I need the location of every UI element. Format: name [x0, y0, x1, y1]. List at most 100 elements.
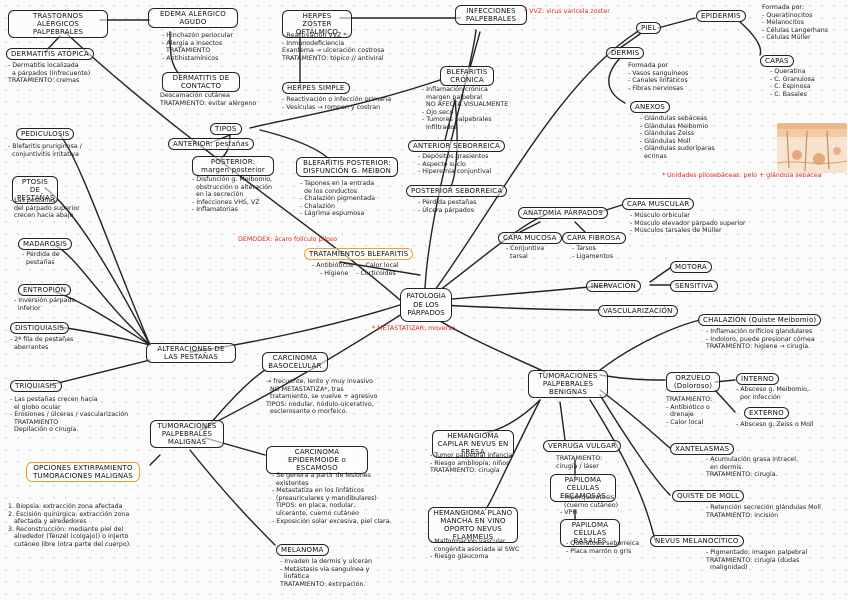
- motora-node: MOTORA: [670, 261, 712, 273]
- edema-text: - Hinchazón periocular - Alergia a insec…: [162, 32, 233, 62]
- pediculosis-text: - Blefaritis pruriginosa / conjuntivitis…: [8, 143, 82, 158]
- link-inf-blef: [469, 31, 481, 69]
- link-alt-pedi: [59, 134, 151, 346]
- distiquiasis-node: DISTIQUIASIS: [10, 322, 70, 334]
- orzuelo-node: ORZUELO (Doloroso): [666, 372, 720, 392]
- externo-text: - Absceso g. Zeiss o Moll: [736, 421, 814, 428]
- link-inerv-mot: [649, 267, 671, 283]
- madarosis-text: - Pérdida de pestañas: [22, 251, 60, 266]
- orzuelo-text: TRATAMIENTO: - Antibiótico o drenaje - C…: [666, 396, 713, 426]
- carcinoma-basocelular-node: CARCINOMA BASOCELULAR: [262, 352, 328, 372]
- ptosis-text: - Las pestañas del párpado superior crec…: [10, 197, 80, 220]
- distiquiasis-text: - 2ª fila de pestañas aberrantes: [10, 336, 74, 351]
- hemangioma-capilar-text: - Tumor palpebral infancia - Riesgo ambl…: [430, 452, 513, 475]
- vvz-note: * VVZ: virus varicela zoster: [524, 8, 610, 15]
- link-ben-orz: [599, 374, 666, 381]
- melanoma-node: MELANOMA: [276, 544, 329, 556]
- anexos-node: ANEXOS: [630, 101, 670, 113]
- xantelasmas-node: XANTELASMAS: [670, 443, 735, 455]
- chalazion-node: CHALAZIÓN (Quiste Meibomio): [698, 314, 822, 326]
- link-ben-verruga: [559, 401, 566, 441]
- epidermis-node: EPIDERMIS: [696, 10, 746, 22]
- blefaritis-posterior-node: BLEFARITIS POSTERIOR: DISFUNCIÓN G. MEIB…: [296, 157, 398, 177]
- sensitiva-node: SENSITIVA: [670, 280, 718, 292]
- madarosis-node: MADAROSIS: [18, 238, 73, 250]
- dermatitis-contacto-node: DERMATITIS DE CONTACTO: [162, 72, 240, 92]
- posterior-seborreica-text: - Pérdida pestañas - Úlcera párpados: [418, 199, 477, 214]
- link-piel-epi: [657, 17, 696, 29]
- blefaritis-posterior-text: - Tapones en la entrada de los conductos…: [300, 180, 375, 218]
- capa-mucosa-text: - Conjuntiva tarsal: [506, 245, 545, 260]
- nevus-text: - Pigmentado; imagen palpebral TRATAMIEN…: [706, 549, 808, 572]
- link-piel-dermis: [619, 33, 641, 49]
- herpes-simple-node: HERPES SIMPLE: [282, 82, 350, 94]
- carcinoma-epidermoide-node: CARCINOMA EPIDERMOIDE o ESCAMOSO: [266, 446, 368, 474]
- verruga-text: TRATAMIENTO: cirugía / láser: [556, 455, 603, 470]
- link-alt-triq: [49, 359, 151, 386]
- anterior-seborreica-node: ANTERIOR SEBORREICA: [408, 140, 505, 152]
- posterior-margen-node: POSTERIOR: margen posterior: [192, 156, 274, 176]
- hemangioma-capilar-node: HEMANGIOMA CAPILAR NEVUS EN FRESA: [432, 430, 514, 458]
- dermatitis-contacto-text: Descamación cutánea TRATAMIENTO: evitar …: [160, 92, 257, 107]
- tumoraciones-benignas-node: TUMORACIONES PALPEBRALES BENIGNAS: [528, 370, 608, 398]
- capas-text: - Queratina - C. Granulosa - C. Espinosa…: [770, 68, 815, 98]
- link-alt-disti: [59, 326, 151, 346]
- dermis-text: Formada por - Vasos sanguíneos - Canales…: [628, 62, 689, 92]
- link-mal-mela: [189, 449, 276, 546]
- capa-fibrosa-text: - Tarsos - Ligamentos: [572, 245, 613, 260]
- trastornos-node: TRASTORNOS ALÉRGICOS PALPEBRALES: [8, 10, 108, 38]
- verruga-node: VERRUGA VULGAR: [543, 440, 622, 452]
- quiste-moll-node: QUISTE DE MOLL: [672, 490, 745, 502]
- dermis-node: DERMIS: [606, 47, 645, 59]
- infecciones-node: INFECCIONES PALPEBRALES: [455, 5, 527, 25]
- link-anat-muc: [519, 221, 541, 233]
- carcinoma-basocelular-text: → frecuente, lento y muy invasivo NO MET…: [266, 378, 378, 416]
- hemangioma-plano-node: HEMANGIOMA PLANO MANCHA EN VINO OPORTO N…: [428, 507, 518, 543]
- alteraciones-node: ALTERACIONES DE LAS PESTAÑAS: [146, 343, 236, 363]
- opciones-node: OPCIONES EXTIRPAMIENTO TUMORACIONES MALI…: [26, 462, 140, 482]
- center-node: PATOLOGÍA DE LOS PÁRPADOS: [400, 288, 452, 322]
- anexos-text: - Glándulas sebáceas - Glándulas Meibomi…: [640, 115, 715, 160]
- link-center-vascular: [439, 304, 601, 311]
- skin-illustration: [777, 123, 847, 173]
- piel-node: PIEL: [636, 22, 662, 34]
- herpes-simple-text: - Reactivación o infección primaria - Ve…: [282, 96, 392, 111]
- interno-text: - Absceso g. Meibomio, por infección: [736, 386, 809, 401]
- interno-node: INTERNO: [736, 373, 780, 385]
- link-ben-chal: [599, 319, 701, 371]
- capa-mucosa-node: CAPA MUCOSA: [498, 232, 562, 244]
- blefaritis-cronica-node: BLEFARITIS CRÓNICA: [440, 66, 494, 86]
- melanoma-text: - Invaden la dermis y ulceran - Metástas…: [280, 558, 372, 588]
- papiloma-basales-text: - Queratosis seborreica - Placa marrón o…: [566, 540, 640, 555]
- xantelasmas-text: - Acumulación grasa intracel. en dermis.…: [706, 456, 799, 479]
- epidermis-text: Formada por: - Queratinocitos - Melanoci…: [762, 4, 829, 42]
- quiste-moll-text: - Retención secreción glándulas Moll TRA…: [706, 504, 821, 519]
- papiloma-escamosas-node: PAPILOMA CÉLULAS ESCAMOSAS: [550, 474, 616, 502]
- dermatitis-atopica-node: DERMATITIS ATÓPICA: [6, 48, 94, 60]
- link-alt-madar: [54, 244, 151, 346]
- herpes-zoster-node: HERPES ZÓSTER OFTÁLMICO: [282, 10, 352, 38]
- link-center-benignas: [429, 314, 546, 373]
- edema-node: EDEMA ALÉRGICO AGUDO: [148, 8, 238, 28]
- posterior-seborreica-node: POSTERIOR SEBORREICA: [406, 185, 508, 197]
- anterior-seborreica-text: - Depósitos grasientos - Aspecto sucio -…: [418, 153, 492, 176]
- demodex-note: DEMODEX: ácaro folículo piloso: [238, 236, 338, 243]
- pediculosis-node: PEDICULOSIS: [16, 128, 75, 140]
- externo-node: EXTERNO: [744, 407, 789, 419]
- capas-node: CAPAS: [760, 55, 794, 67]
- herpes-zoster-text: - Reactivación VVZ * - Inmunodeficiencia…: [282, 32, 385, 62]
- posterior-margen-text: - Disfunción g. Meibomio, obstrucción o …: [192, 176, 273, 214]
- capa-fibrosa-node: CAPA FIBROSA: [562, 232, 626, 244]
- triquiasis-node: TRIQUIASIS: [10, 380, 62, 392]
- papiloma-basales-node: PAPILOMA CÉLULAS BASALES: [560, 519, 620, 547]
- link-orz-ext: [714, 389, 736, 413]
- vascularizacion-node: VASCULARIZACIÓN: [598, 305, 678, 317]
- opciones-text: 1. Biopsia: extracción zona afectada 2. …: [8, 503, 132, 548]
- carcinoma-epidermoide-text: - Se genera a partir de lesiones existen…: [272, 472, 392, 525]
- metastatizar-note: * METASTATIZAR: moverse: [372, 325, 456, 332]
- triquiasis-text: - Las pestañas crecen hacia el globo ocu…: [10, 396, 129, 434]
- nevus-node: NEVUS MELANOCÍTICO: [650, 535, 744, 547]
- unidades-note: * Unidades pilosebáceas: pelo + glándula…: [662, 172, 822, 179]
- link-tipos-blefpost: [259, 129, 331, 161]
- tratamientos-blefaritis-text: - Antibióticos - Calor local - Higiene -…: [312, 262, 399, 277]
